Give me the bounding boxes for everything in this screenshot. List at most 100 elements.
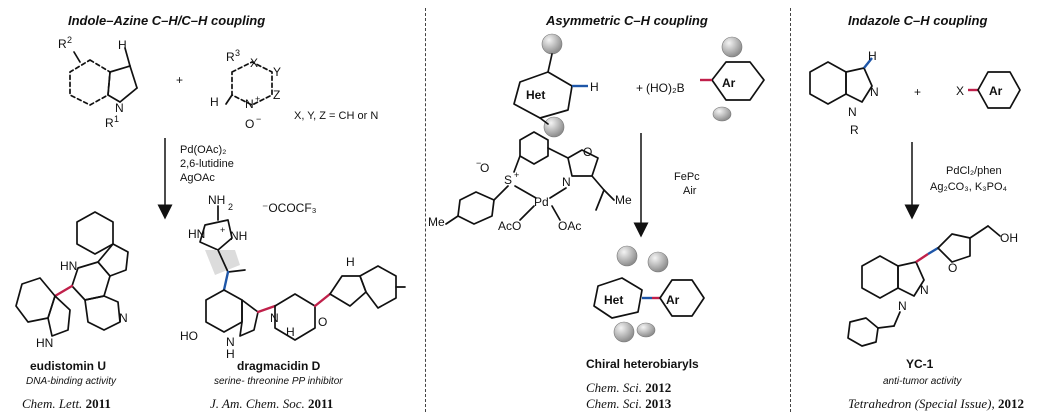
svg-text:R: R bbox=[226, 50, 235, 64]
svg-text:3: 3 bbox=[235, 48, 240, 58]
citation-chem-sci-2013: Chem. Sci. 2013 bbox=[586, 396, 672, 411]
reagent-agoac: AgOAc bbox=[180, 172, 215, 184]
svg-text:HN: HN bbox=[188, 227, 205, 241]
svg-text:N: N bbox=[270, 311, 279, 325]
indazole-reactant: H N N R bbox=[809, 49, 879, 137]
svg-text:HO: HO bbox=[180, 329, 198, 343]
product-name-chiral-heterobiaryls: Chiral heterobiaryls bbox=[586, 357, 699, 371]
svg-text:N: N bbox=[115, 101, 124, 115]
svg-text:S: S bbox=[504, 173, 512, 187]
svg-text:H: H bbox=[226, 347, 235, 361]
product-name-eudistomin-u: eudistomin U bbox=[30, 359, 107, 373]
section-divider-1 bbox=[425, 8, 426, 412]
steric-ball-icon bbox=[636, 322, 656, 338]
svg-text:HN: HN bbox=[60, 259, 77, 273]
svg-text:Ar: Ar bbox=[666, 293, 680, 307]
svg-text:2: 2 bbox=[67, 35, 72, 45]
svg-text:O: O bbox=[583, 145, 592, 159]
svg-text:−: − bbox=[476, 158, 481, 168]
svg-text:O: O bbox=[318, 315, 327, 329]
eudistomin-u-structure: HN N HN bbox=[15, 211, 129, 350]
heteroarene-reactant: Het H bbox=[513, 33, 599, 138]
activity-eudistomin-u: DNA-binding activity bbox=[26, 376, 117, 387]
chiral-heterobiaryl-product: Het Ar bbox=[593, 245, 705, 343]
reagent-pdcl2-phen: PdCl₂/phen bbox=[946, 165, 1002, 177]
svg-text:H: H bbox=[118, 38, 127, 52]
variables-note: X, Y, Z = CH or N bbox=[294, 110, 379, 122]
svg-text:X: X bbox=[250, 56, 258, 70]
svg-text:N: N bbox=[562, 175, 571, 189]
svg-text:O: O bbox=[948, 261, 957, 275]
plus-sign: + bbox=[914, 85, 921, 99]
svg-text:H: H bbox=[868, 49, 877, 63]
product-name-yc1: YC-1 bbox=[906, 357, 934, 371]
citation-chem-sci-2012: Chem. Sci. 2012 bbox=[586, 380, 672, 395]
section-header-indazole: Indazole C–H coupling bbox=[848, 13, 988, 28]
aryl-halide-reactant: X Ar bbox=[956, 71, 1021, 109]
counterion-label: ⁻OCOCF₃ bbox=[262, 201, 317, 215]
svg-text:Me: Me bbox=[615, 193, 632, 207]
steric-ball-icon bbox=[712, 106, 732, 122]
product-name-dragmacidin-d: dragmacidin D bbox=[237, 359, 321, 373]
section-divider-2 bbox=[790, 8, 791, 412]
svg-text:Het: Het bbox=[604, 293, 623, 307]
activity-yc1: anti-tumor activity bbox=[883, 376, 962, 387]
svg-text:N: N bbox=[898, 299, 907, 313]
svg-text:Z: Z bbox=[273, 88, 280, 102]
svg-text:R: R bbox=[850, 123, 859, 137]
steric-ball-icon bbox=[613, 321, 635, 343]
section-header-asymmetric: Asymmetric C–H coupling bbox=[546, 13, 708, 28]
svg-text:N: N bbox=[848, 105, 857, 119]
svg-text:R: R bbox=[105, 116, 114, 130]
section-header-indole-azine: Indole–Azine C–H/C–H coupling bbox=[68, 13, 266, 28]
reagent-lutidine: 2,6-lutidine bbox=[180, 158, 234, 170]
svg-text:N: N bbox=[245, 97, 254, 111]
plus-sign: + bbox=[636, 81, 643, 95]
svg-text:−: − bbox=[256, 114, 261, 124]
svg-text:AcO: AcO bbox=[498, 219, 521, 233]
svg-text:N: N bbox=[119, 311, 128, 325]
svg-text:+: + bbox=[220, 225, 225, 235]
activity-dragmacidin-d: serine- threonine PP inhibitor bbox=[214, 376, 343, 387]
svg-text:H: H bbox=[286, 325, 295, 339]
plus-sign: + bbox=[176, 73, 183, 87]
svg-text:+: + bbox=[514, 170, 519, 180]
svg-text:N: N bbox=[226, 335, 235, 349]
svg-text:NH: NH bbox=[208, 193, 225, 207]
pd-catalyst-structure: O N Me S+ O− Me Pd AcO OAc bbox=[428, 131, 632, 233]
arylboronic-acid-reactant: Ar bbox=[700, 36, 765, 122]
steric-ball-icon bbox=[616, 245, 638, 267]
steric-ball-icon bbox=[543, 116, 565, 138]
svg-text:O: O bbox=[480, 161, 489, 175]
reagent-fepc: FePc bbox=[674, 171, 700, 183]
svg-text:OH: OH bbox=[1000, 231, 1018, 245]
svg-text:H: H bbox=[346, 255, 355, 269]
reagent-ag2co3-k3po4: Ag₂CO₃, K₃PO₄ bbox=[930, 181, 1008, 193]
svg-text:Me: Me bbox=[428, 215, 445, 229]
svg-text:2: 2 bbox=[228, 202, 233, 212]
citation-yc1: Tetrahedron (Special Issue), 2012 bbox=[848, 396, 1024, 411]
svg-text:Pd: Pd bbox=[534, 195, 549, 209]
svg-text:NH: NH bbox=[230, 229, 247, 243]
reagent-pd-oac2: Pd(OAc)₂ bbox=[180, 144, 227, 156]
citation-dragmacidin-d: J. Am. Chem. Soc. 2011 bbox=[210, 396, 334, 411]
svg-text:N: N bbox=[920, 283, 929, 297]
steric-ball-icon bbox=[541, 33, 563, 55]
svg-text:Y: Y bbox=[273, 65, 281, 79]
reagent-air: Air bbox=[683, 185, 697, 197]
svg-text:R: R bbox=[58, 37, 67, 51]
steric-ball-icon bbox=[647, 251, 669, 273]
svg-text:1: 1 bbox=[114, 114, 119, 124]
boronic-acid-label: (HO)₂B bbox=[646, 81, 685, 95]
svg-text:X: X bbox=[956, 84, 964, 98]
svg-text:Ar: Ar bbox=[722, 76, 736, 90]
svg-text:OAc: OAc bbox=[558, 219, 581, 233]
yc1-structure: N N O OH bbox=[847, 225, 1018, 347]
svg-text:HN: HN bbox=[36, 336, 53, 350]
svg-text:H: H bbox=[590, 80, 599, 94]
